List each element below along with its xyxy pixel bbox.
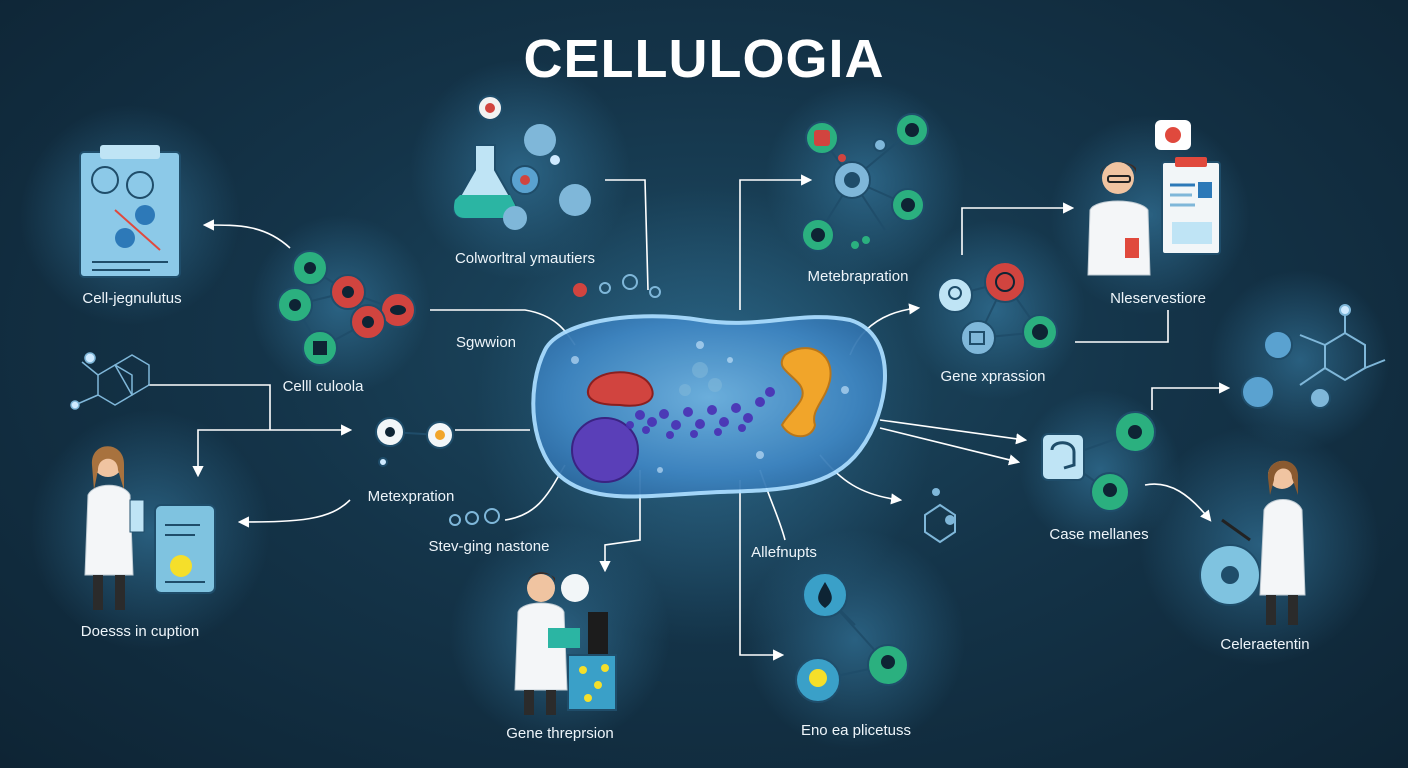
- label-colworltral: Colworltral ymautiers: [454, 250, 596, 267]
- label-cell-jegnulutus: Cell-jegnulutus: [82, 290, 182, 307]
- label-gene-xprassion: Gene xprassion: [940, 368, 1046, 385]
- label-stev-ging: Stev-ging nastone: [428, 538, 550, 555]
- metexpration-nodes-icon: [375, 417, 454, 467]
- clipboard-chart-icon: [79, 145, 181, 278]
- metebrapration-network-icon: [801, 113, 929, 252]
- label-case-mellanes: Case mellanes: [1049, 526, 1149, 543]
- gene-xprassion-network-icon: [937, 261, 1058, 356]
- scientist-clipboard-illustration: [1087, 120, 1221, 276]
- diagram-title: CELLULOGIA: [523, 29, 885, 89]
- label-sgwwion: Sgwwion: [455, 334, 517, 351]
- case-mellanes-network-icon: [924, 411, 1156, 544]
- label-celeraetentin: Celeraetentin: [1220, 636, 1310, 653]
- scientist-microscope-illustration: [514, 572, 617, 715]
- central-cell: [531, 314, 887, 499]
- label-nleservestiore: Nleservestiore: [1110, 290, 1206, 307]
- label-cell-culoola: Celll culoola: [282, 378, 364, 395]
- label-allefnupts: Allefnupts: [751, 544, 817, 561]
- allefnupts-network-icon: [795, 572, 909, 703]
- label-metebrapration: Metebrapration: [807, 268, 909, 285]
- flask-molecule-icon: [453, 95, 591, 230]
- hex-molecule-icon: [1241, 304, 1386, 409]
- label-gene-threprsion: Gene threprsion: [506, 725, 614, 742]
- cell-culoola-network-icon: [277, 250, 416, 366]
- left-hex-molecule-icon: [70, 352, 150, 410]
- stev-ging-dots-icon: [449, 274, 661, 526]
- scientist-magnifier-illustration: [1199, 460, 1306, 625]
- label-dosess: Doesss in cuption: [80, 623, 200, 640]
- label-metexpration: Metexpration: [367, 488, 455, 505]
- scientist-tablet-illustration: [84, 446, 216, 610]
- label-eno-ea: Eno ea plicetuss: [800, 722, 912, 739]
